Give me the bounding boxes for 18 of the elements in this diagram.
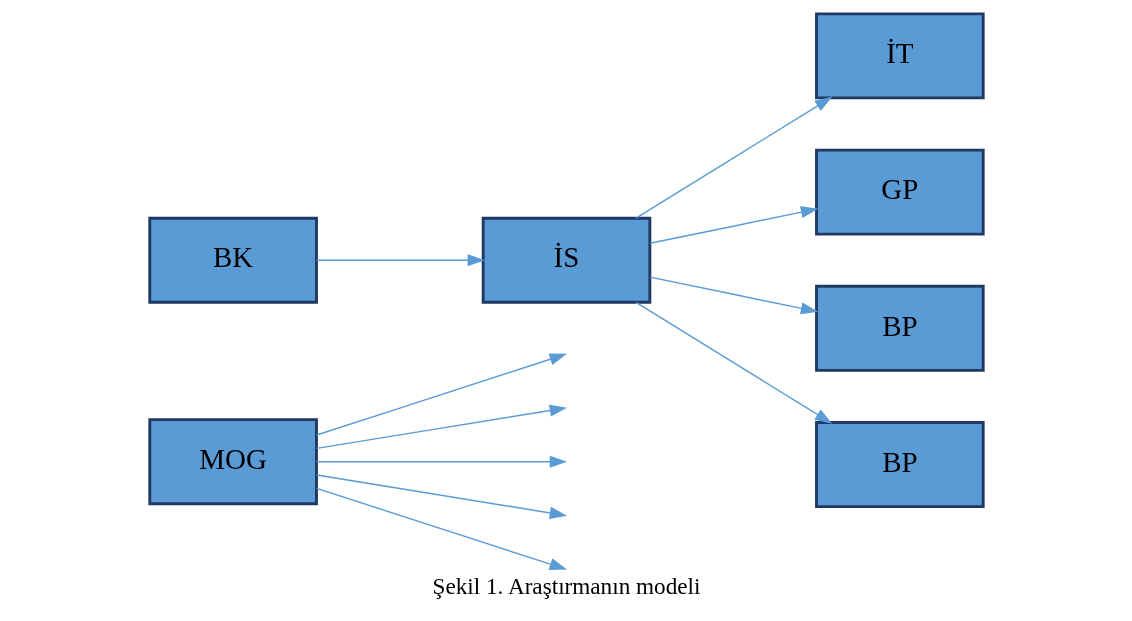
arrow xyxy=(315,487,567,571)
arrow xyxy=(634,96,832,219)
node-box: MOG xyxy=(147,418,318,506)
arrow xyxy=(315,254,485,267)
node-box: BK xyxy=(147,216,318,304)
arrow xyxy=(648,206,818,245)
arrow xyxy=(315,474,567,519)
arrow xyxy=(648,276,818,315)
arrow xyxy=(315,353,567,436)
node-box: İS xyxy=(481,216,651,304)
node-box: BP xyxy=(814,284,985,372)
node-box: İT xyxy=(814,12,985,100)
arrow xyxy=(315,455,567,468)
caption: Şekil 1. Araştırmanın modeli xyxy=(432,572,700,599)
arrow xyxy=(634,301,832,424)
node-box: GP xyxy=(814,148,985,236)
arrow xyxy=(315,404,567,450)
node-box: BP xyxy=(814,421,985,509)
